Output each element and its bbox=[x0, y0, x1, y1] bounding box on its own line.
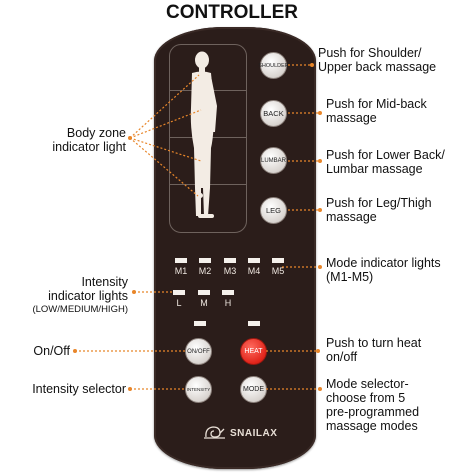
mode-indicator-m3 bbox=[224, 258, 236, 263]
callout-body-zone-line1: Body zone bbox=[66, 126, 126, 140]
mode-label-m1: M1 bbox=[174, 266, 188, 276]
mode-label-m3: M3 bbox=[223, 266, 237, 276]
callout-lumbar-line2: Lumbar massage bbox=[326, 162, 423, 176]
mode-indicator-m5 bbox=[272, 258, 284, 263]
callout-mode-selector: Mode selector- choose from 5 pre-program… bbox=[326, 377, 419, 433]
intensity-label-low: L bbox=[176, 298, 182, 308]
intensity-button[interactable]: INTENSITY bbox=[185, 376, 212, 403]
on-off-button[interactable]: ON/OFF bbox=[185, 338, 212, 365]
leg-button-label: LEG bbox=[265, 206, 281, 215]
back-button-label: BACK bbox=[263, 109, 284, 118]
callout-leg: Push for Leg/Thigh massage bbox=[326, 196, 432, 224]
callout-intensity-indicator-line3: (LOW/MEDIUM/HIGH) bbox=[32, 304, 128, 315]
remote-controller-body bbox=[154, 27, 316, 469]
callout-mode-selector-line1: Mode selector- bbox=[326, 377, 409, 391]
zone-indicator-back bbox=[201, 107, 206, 112]
callout-back-line1: Push for Mid-back bbox=[326, 97, 427, 111]
snail-logo-icon bbox=[204, 426, 225, 439]
callout-heat: Push to turn heat on/off bbox=[326, 336, 421, 364]
callout-mode-indicator-line1: Mode indicator lights bbox=[326, 256, 441, 270]
callout-back-line2: massage bbox=[326, 111, 377, 125]
callout-body-zone-line2: indicator light bbox=[52, 140, 126, 154]
lumbar-button[interactable]: LUMBAR bbox=[260, 147, 287, 174]
back-button[interactable]: BACK bbox=[260, 100, 287, 127]
mode-button[interactable]: MODE bbox=[240, 376, 267, 403]
callout-intensity-indicator: Intensity indicator lights (LOW/MEDIUM/H… bbox=[4, 275, 128, 317]
mode-indicator-m2 bbox=[199, 258, 211, 263]
lumbar-button-label: LUMBAR bbox=[261, 157, 287, 164]
callout-lumbar: Push for Lower Back/ Lumbar massage bbox=[326, 148, 445, 176]
power-indicator bbox=[194, 321, 206, 326]
callout-heat-line2: on/off bbox=[326, 350, 358, 364]
leg-button[interactable]: LEG bbox=[260, 197, 287, 224]
zone-indicator-leg bbox=[198, 193, 203, 198]
callout-intensity-indicator-line2: indicator lights bbox=[48, 289, 128, 303]
callout-mode-indicator-line2: (M1-M5) bbox=[326, 270, 374, 284]
callout-shoulder-line1: Push for Shoulder/ bbox=[318, 46, 422, 60]
callout-shoulder-line2: Upper back massage bbox=[318, 60, 437, 74]
mode-label-m5: M5 bbox=[271, 266, 285, 276]
diagram-title: CONTROLLER bbox=[166, 2, 298, 23]
mode-indicator-m4 bbox=[248, 258, 260, 263]
callout-shoulder: Push for Shoulder/ Upper back massage bbox=[318, 46, 436, 74]
on-off-button-label: ON/OFF bbox=[187, 348, 210, 355]
intensity-indicator-low bbox=[173, 290, 185, 295]
callout-mode-indicator: Mode indicator lights (M1-M5) bbox=[326, 256, 441, 284]
callout-on-off: On/Off bbox=[10, 344, 70, 358]
shoulder-button-label: SHOULDER bbox=[258, 62, 289, 69]
callout-intensity-selector-line1: Intensity selector bbox=[32, 382, 126, 396]
callout-back: Push for Mid-back massage bbox=[326, 97, 427, 125]
intensity-label-medium: M bbox=[200, 298, 208, 308]
callout-intensity-selector: Intensity selector bbox=[4, 382, 126, 396]
callout-mode-selector-line2: choose from 5 bbox=[326, 391, 406, 405]
callout-lumbar-line1: Push for Lower Back/ bbox=[326, 148, 445, 162]
mode-indicator-m1 bbox=[175, 258, 187, 263]
brand-name: SNAILAX bbox=[230, 428, 278, 439]
callout-leg-line1: Push for Leg/Thigh bbox=[326, 196, 432, 210]
callout-mode-selector-line3: pre-programmed bbox=[326, 405, 420, 419]
mode-button-label: MODE bbox=[243, 386, 264, 393]
callout-leg-line2: massage bbox=[326, 210, 377, 224]
heat-button-label: HEAT bbox=[244, 348, 263, 355]
callout-mode-selector-line4: massage modes bbox=[326, 419, 418, 433]
intensity-indicator-medium bbox=[198, 290, 210, 295]
intensity-indicator-high bbox=[222, 290, 234, 295]
callout-on-off-line1: On/Off bbox=[33, 344, 70, 358]
heat-indicator bbox=[248, 321, 260, 326]
mode-label-m2: M2 bbox=[198, 266, 212, 276]
zone-indicator-shoulder bbox=[199, 72, 204, 77]
callout-heat-line1: Push to turn heat bbox=[326, 336, 422, 350]
body-zone-panel bbox=[169, 44, 247, 233]
zone-indicator-lumbar bbox=[201, 158, 206, 163]
intensity-label-high: H bbox=[224, 298, 232, 308]
mode-label-m4: M4 bbox=[247, 266, 261, 276]
callout-body-zone: Body zone indicator light bbox=[10, 126, 126, 154]
callout-intensity-indicator-line1: Intensity bbox=[81, 275, 128, 289]
shoulder-button[interactable]: SHOULDER bbox=[258, 52, 289, 79]
intensity-button-label: INTENSITY bbox=[186, 387, 211, 392]
